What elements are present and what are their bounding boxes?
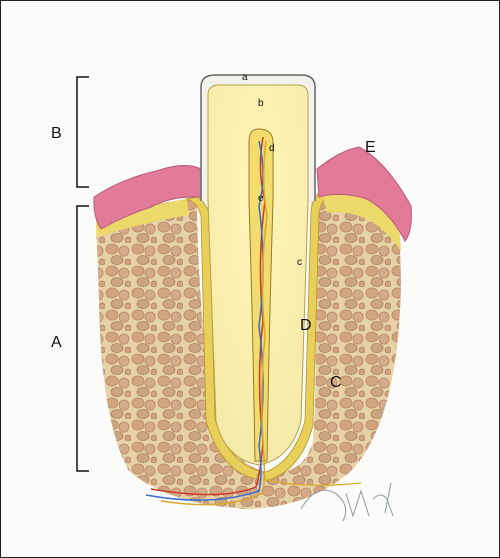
label-D: D: [300, 318, 312, 334]
label-e: e: [258, 194, 264, 204]
label-E: E: [365, 140, 376, 156]
label-A: A: [51, 335, 62, 351]
label-d: d: [269, 144, 275, 154]
bracket-a: [77, 206, 89, 471]
label-a: a: [242, 73, 248, 83]
label-C: C: [330, 375, 342, 391]
bracket-b: [77, 77, 89, 187]
label-B: B: [51, 126, 62, 142]
label-b: b: [258, 99, 264, 109]
label-c: c: [297, 258, 302, 268]
